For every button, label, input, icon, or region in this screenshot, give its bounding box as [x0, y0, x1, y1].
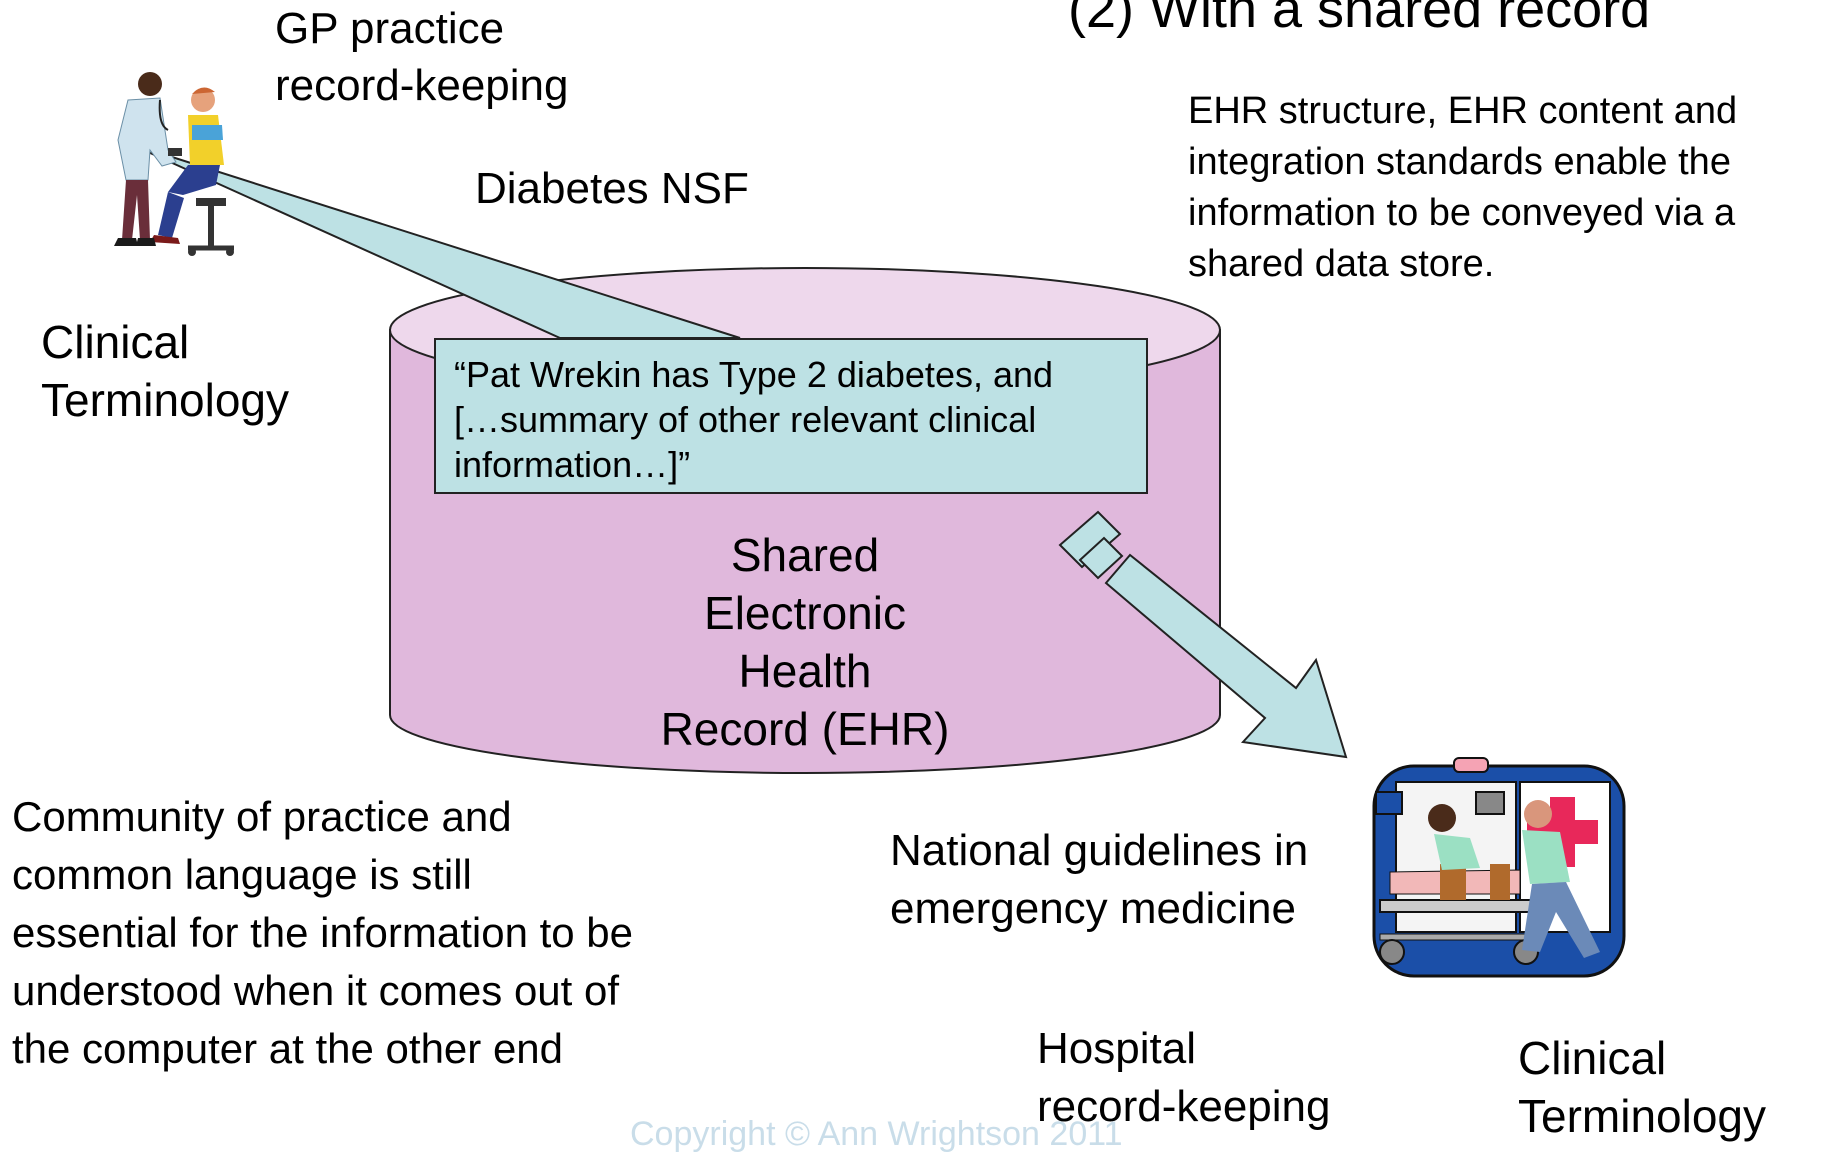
national-guidelines-label: National guidelines in emergency medicin… [890, 826, 1309, 933]
flow-arrow [1058, 510, 1348, 759]
ambulance-icon [1372, 757, 1626, 978]
ehr-standards-note: EHR structure, EHR content and integrati… [1188, 90, 1738, 285]
community-of-practice-note: Community of practice and common languag… [12, 793, 634, 1072]
clinical-terminology-left: Clinical Terminology [41, 316, 289, 426]
patient-summary-callout: “Pat Wrekin has Type 2 diabetes, and […s… [434, 338, 1148, 494]
clinical-terminology-right: Clinical Terminology [1518, 1032, 1766, 1142]
copyright-notice: Copyright © Ann Wrightson 2011 [630, 1115, 1123, 1153]
slide-title: (2) With a shared record [1068, 0, 1651, 39]
gp-practice-label: GP practice record-keeping [275, 4, 569, 110]
diabetes-nsf-label: Diabetes NSF [475, 164, 749, 213]
shared-ehr-label: Shared Electronic Health Record (EHR) [660, 529, 950, 755]
hospital-record-keeping-label: Hospital record-keeping [1037, 1024, 1331, 1131]
doctor-patient-icon [114, 72, 234, 256]
